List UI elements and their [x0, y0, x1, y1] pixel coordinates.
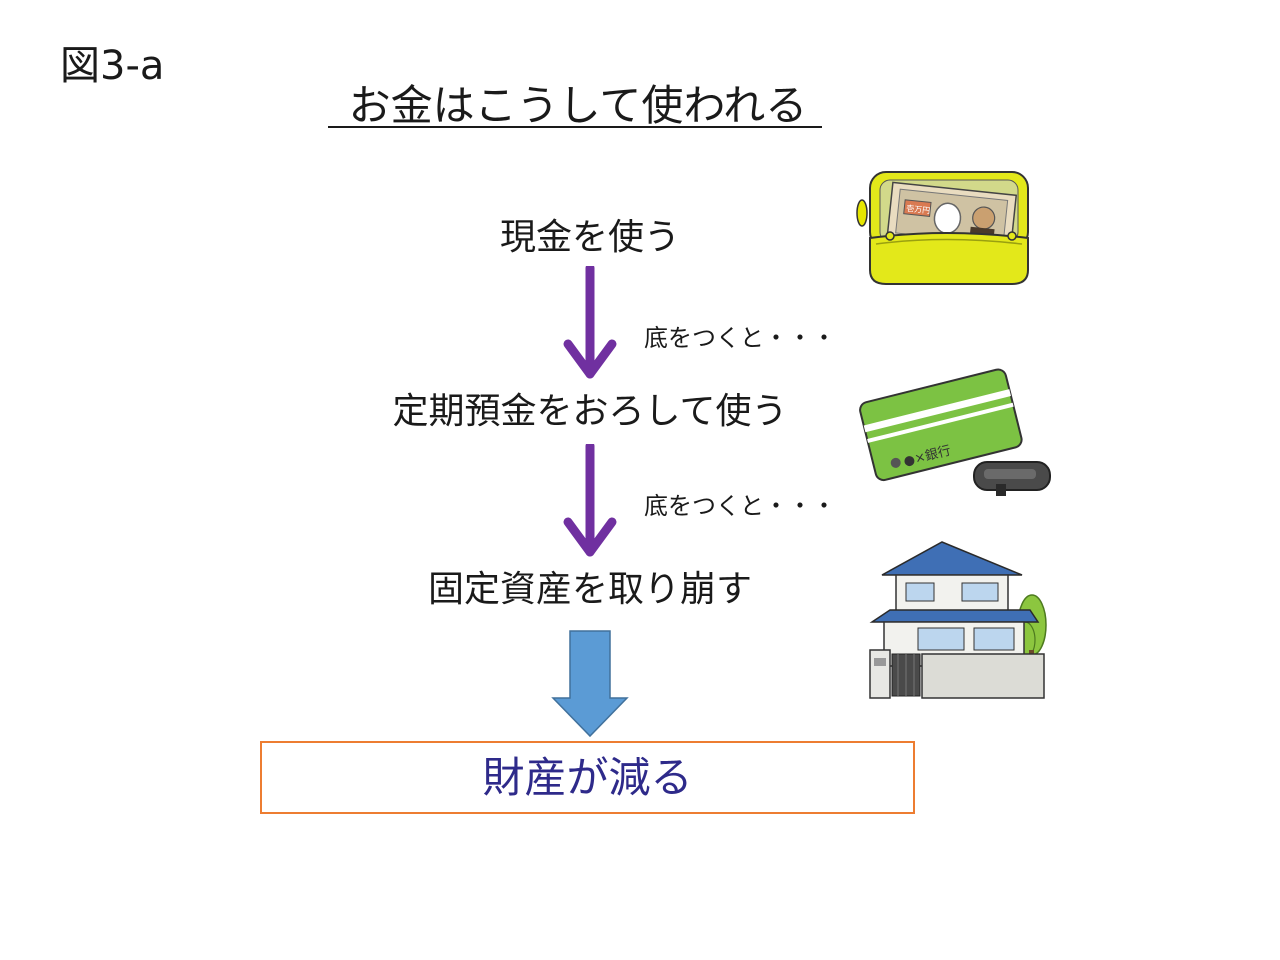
wallet-with-banknote-icon: 壱万円 [856, 171, 1029, 285]
transition-note-2: 底をつくと・・・ [644, 492, 836, 520]
title-underline [328, 126, 822, 128]
step-fixed-assets: 固定資産を取り崩す [427, 569, 752, 610]
result-arrow [551, 630, 629, 738]
figure-label: 図3-a [60, 43, 165, 89]
banknote-text: 壱万円 [906, 203, 931, 215]
house-icon [869, 541, 1047, 699]
down-arrow-2 [563, 444, 617, 557]
transition-note-1: 底をつくと・・・ [644, 324, 836, 352]
down-arrow-1 [563, 266, 617, 379]
result-label: 財産が減る [482, 752, 693, 802]
bankbook-and-seal-icon: ●×銀行 [859, 368, 1051, 496]
step-cash: 現金を使う [499, 217, 680, 258]
step-time-deposit: 定期預金をおろして使う [392, 391, 788, 432]
result-box: 財産が減る [260, 741, 915, 814]
diagram-title: お金はこうして使われる [348, 81, 808, 130]
